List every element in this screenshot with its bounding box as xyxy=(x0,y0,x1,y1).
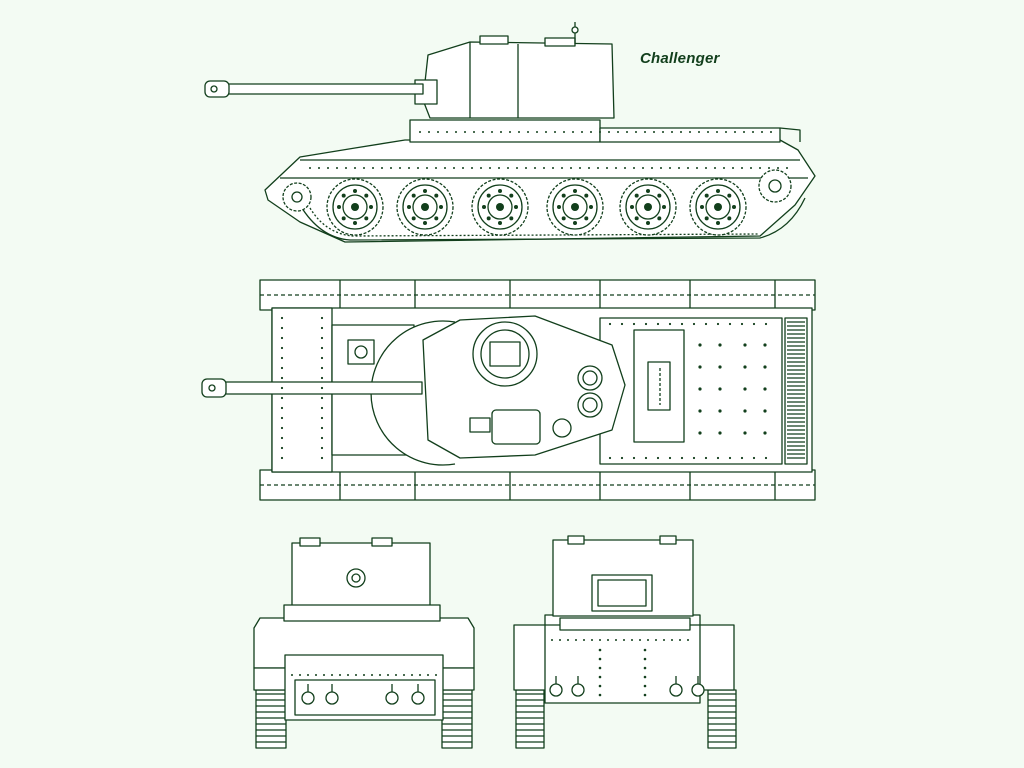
road-wheel xyxy=(619,178,677,236)
road-wheel xyxy=(471,178,529,236)
front-left-track xyxy=(255,689,287,749)
road-wheel xyxy=(546,178,604,236)
side-gun xyxy=(204,80,424,98)
rear-view xyxy=(513,535,737,749)
top-radiator-grille xyxy=(784,317,808,465)
side-rivets xyxy=(309,131,788,169)
road-wheel xyxy=(396,178,454,236)
road-wheel xyxy=(689,178,747,236)
drawing-title: Challenger xyxy=(640,50,720,67)
top-gun xyxy=(201,378,423,398)
top-view xyxy=(201,279,816,501)
road-wheel xyxy=(326,178,384,236)
side-view xyxy=(204,22,816,243)
rear-right-track xyxy=(707,689,737,749)
rear-left-track xyxy=(515,689,545,749)
side-road-wheels xyxy=(326,178,747,236)
front-right-track xyxy=(441,689,473,749)
front-view xyxy=(253,537,475,749)
